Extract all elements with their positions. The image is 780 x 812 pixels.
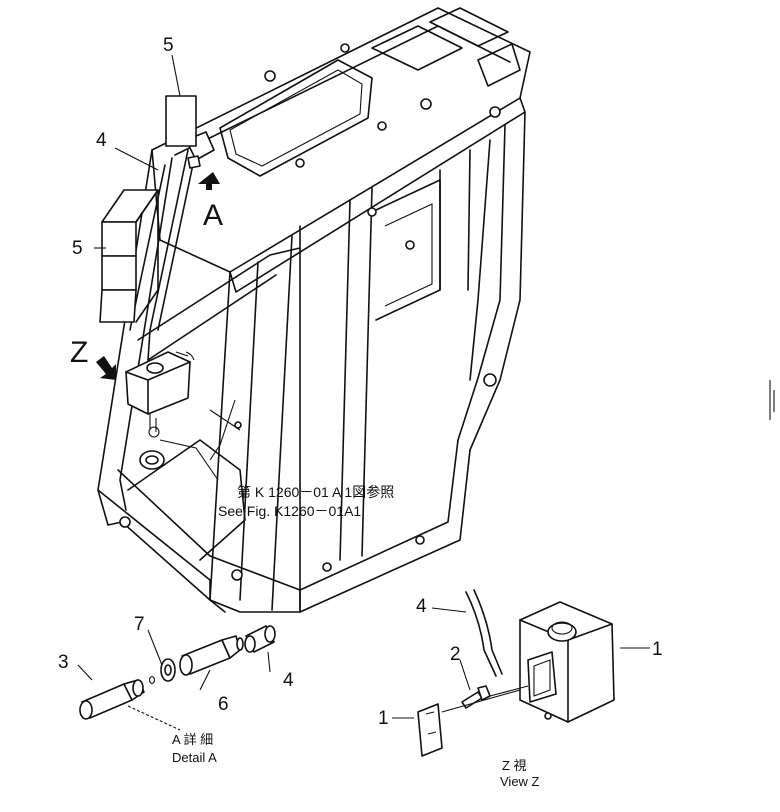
- caption-view-z-en: View Z: [500, 774, 540, 789]
- callout-7: 7: [134, 614, 145, 635]
- arrow-z: [96, 356, 116, 380]
- view-z-parts: [417, 589, 615, 757]
- scan-marks: [769, 380, 775, 420]
- callout-3: 3: [58, 652, 69, 673]
- detail-a-parts: [79, 625, 276, 731]
- callout-4-viewz: 4: [416, 596, 427, 617]
- caption-detail-a-en: Detail A: [172, 750, 217, 765]
- reference-english: See Fig. K1260－01A1: [218, 503, 361, 519]
- callout-6: 6: [218, 694, 229, 715]
- callout-5-top: 5: [163, 35, 174, 56]
- arrow-a: [198, 172, 220, 190]
- callout-5-mid: 5: [72, 238, 83, 259]
- callout-1-left: 1: [378, 708, 389, 729]
- callout-4-detail: 4: [283, 670, 294, 691]
- callout-2: 2: [450, 644, 461, 665]
- label-strips: [99, 95, 197, 323]
- leader-lines: [77, 54, 650, 719]
- callout-z: Z: [70, 336, 88, 369]
- caption-detail-a-jp: A 詳 細: [172, 732, 213, 747]
- callout-1-right: 1: [652, 639, 663, 660]
- cab-frame: [97, 7, 531, 613]
- caption-view-z-jp: Z 視: [502, 758, 527, 773]
- reference-japanese: 第 K 1260－01 A 1図参照: [237, 484, 394, 500]
- callout-4-top: 4: [96, 130, 107, 151]
- callout-a: A: [203, 199, 223, 232]
